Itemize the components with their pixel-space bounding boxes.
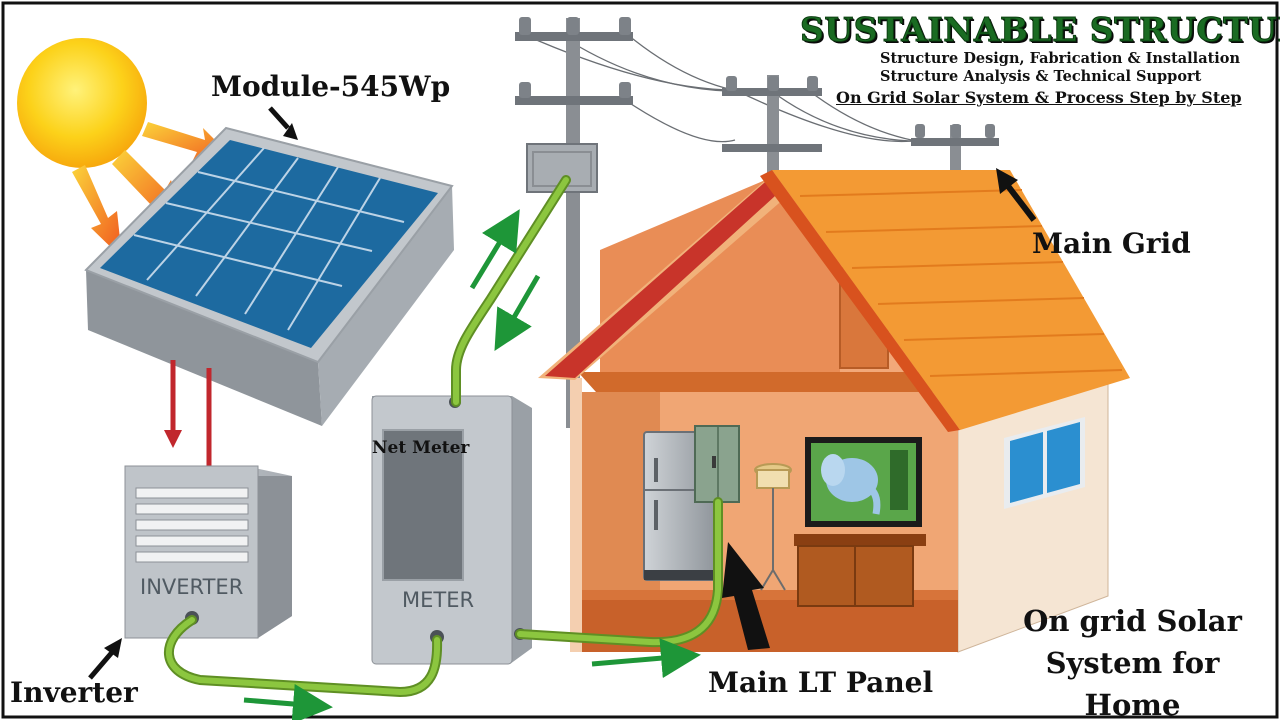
floor-lamp xyxy=(754,463,792,591)
meter-box xyxy=(371,395,532,665)
caption-line-2: System for xyxy=(1045,646,1220,680)
cabinet xyxy=(794,534,926,607)
net-meter-label: Net Meter xyxy=(372,438,470,458)
pointer-arrows xyxy=(88,106,1037,680)
window xyxy=(1004,417,1085,509)
subtitle-line-1: Structure Design, Fabrication & Installa… xyxy=(880,50,1241,67)
caption-line-3: Home xyxy=(1084,688,1181,720)
green-cables xyxy=(163,175,723,698)
inverter-label: Inverter xyxy=(10,676,138,709)
utility-pole-middle xyxy=(722,75,822,175)
meter-box-text: METER xyxy=(402,588,475,612)
inverter-box xyxy=(124,465,292,639)
caption-line-1: On grid Solar xyxy=(1023,604,1242,638)
flow-arrows xyxy=(243,209,701,720)
solar-panel xyxy=(84,126,454,426)
subtitle-line-2: Structure Analysis & Technical Support xyxy=(880,68,1202,85)
inverter-box-text: INVERTER xyxy=(140,575,244,599)
module-label: Module-545Wp xyxy=(211,70,451,103)
television xyxy=(805,437,922,527)
roof-tiles xyxy=(799,189,1123,377)
house xyxy=(538,170,1130,653)
main-lt-panel-label: Main LT Panel xyxy=(708,666,934,699)
lt-panel-box xyxy=(694,425,740,503)
subtitle-line-3: On Grid Solar System & Process Step by S… xyxy=(836,88,1242,107)
utility-pole-left xyxy=(515,17,633,428)
caption: On grid Solar System for Home xyxy=(1000,600,1265,720)
main-grid-label: Main Grid xyxy=(1032,227,1191,260)
dc-wires xyxy=(164,360,212,468)
brand-title: SUSTAINABLE STRUCTURE xyxy=(799,10,1280,50)
sun xyxy=(17,38,147,168)
